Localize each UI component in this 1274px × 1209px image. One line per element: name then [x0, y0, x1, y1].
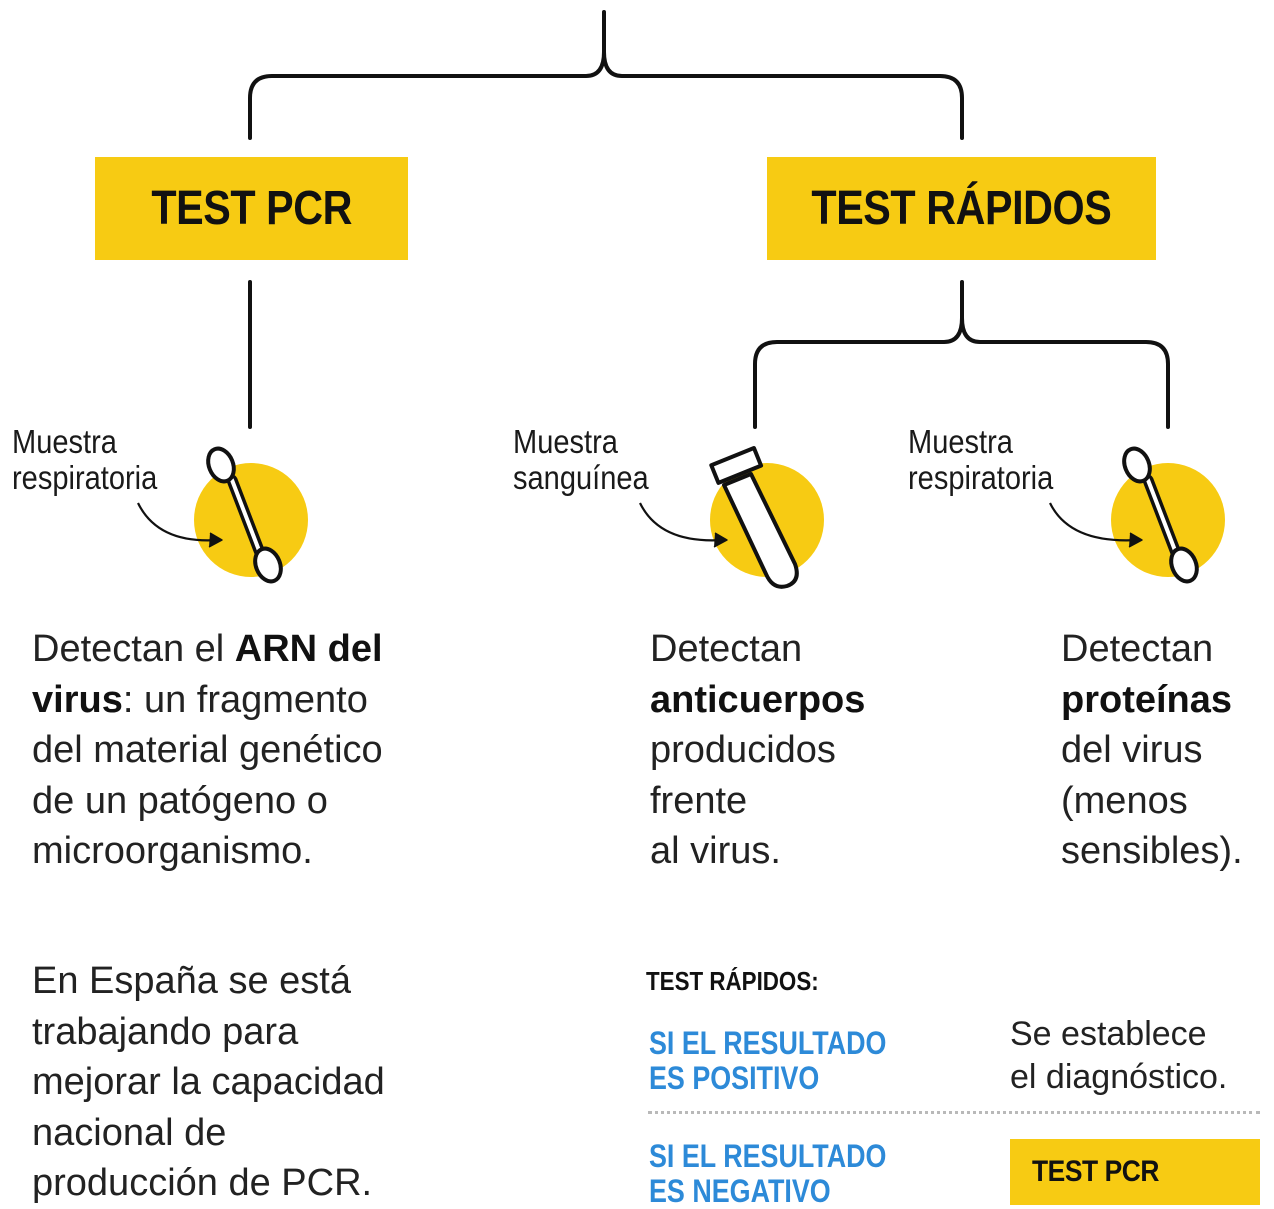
negative-label: SI EL RESULTADO ES NEGATIVO — [649, 1139, 886, 1209]
label-line: SI EL RESULTADO — [649, 1025, 887, 1061]
desc-line: de un patógeno o — [32, 779, 328, 822]
sample-label-line: Muestra — [908, 423, 1013, 460]
sample-label-line: sanguínea — [513, 459, 649, 496]
positive-result: Se establece el diagnóstico. — [1010, 1013, 1227, 1099]
test-pcr-small-label: TEST PCR — [1032, 1155, 1160, 1188]
sample-label-pcr: Muestra respiratoria — [12, 424, 157, 496]
pcr-description: Detectan el ARN del virus: un fragmento … — [32, 624, 383, 877]
rapid-results-heading: TEST RÁPIDOS: — [646, 966, 819, 996]
desc-line: microorganismo. — [32, 830, 313, 872]
desc-line: Detectan — [1061, 628, 1214, 670]
note-line: mejorar la capacidad — [32, 1061, 385, 1103]
antibodies-description: Detectan anticuerpos producidos frente a… — [650, 624, 865, 877]
desc-bold: proteínas — [1061, 678, 1233, 721]
desc-line: del material genético — [32, 729, 383, 771]
desc-bold: virus — [32, 678, 123, 721]
desc-line: proteínas — [1061, 675, 1243, 726]
sample-label-line: respiratoria — [908, 459, 1054, 496]
result-line: el diagnóstico. — [1010, 1058, 1228, 1096]
sample-label-blood: Muestra sanguínea — [513, 424, 649, 496]
desc-line: producidos — [650, 729, 836, 771]
desc-text: : un fragmento — [122, 678, 368, 721]
test-pcr-box: TEST PCR — [95, 157, 408, 260]
desc-line: sensibles). — [1061, 830, 1243, 872]
desc-line: frente — [650, 779, 748, 822]
swab-icon — [137, 446, 308, 584]
swab-icon — [1049, 446, 1225, 584]
desc-line: virus: un fragmento — [32, 675, 383, 726]
desc-line: (menos — [1061, 779, 1188, 822]
spain-note: En España se está trabajando para mejora… — [32, 956, 385, 1209]
label-line: ES POSITIVO — [649, 1060, 820, 1096]
label-line: SI EL RESULTADO — [649, 1138, 887, 1174]
desc-line: Detectan el ARN del — [32, 624, 383, 675]
positive-label: SI EL RESULTADO ES POSITIVO — [649, 1026, 886, 1096]
test-pcr-title: TEST PCR — [151, 182, 352, 235]
sample-label-line: Muestra — [513, 423, 618, 460]
desc-line: al virus. — [650, 830, 781, 872]
desc-bold: anticuerpos — [650, 678, 866, 721]
sample-label-line: respiratoria — [12, 459, 158, 496]
desc-line: Detectan — [650, 628, 803, 670]
note-line: En España se está — [32, 960, 351, 1002]
test-pcr-small-box: TEST PCR — [1010, 1139, 1260, 1205]
desc-line: del virus — [1061, 729, 1203, 771]
label-line: ES NEGATIVO — [649, 1173, 831, 1209]
result-line: Se establece — [1010, 1015, 1207, 1053]
note-line: producción de PCR. — [32, 1162, 373, 1204]
desc-bold: ARN del — [234, 628, 383, 670]
desc-line: anticuerpos — [650, 675, 865, 726]
proteins-description: Detectan proteínas del virus (menos sens… — [1061, 624, 1243, 877]
divider — [648, 1111, 1260, 1114]
sample-label-line: Muestra — [12, 423, 117, 460]
note-line: trabajando para — [32, 1010, 299, 1053]
test-rapid-title: TEST RÁPIDOS — [811, 182, 1112, 235]
sample-label-resp: Muestra respiratoria — [908, 424, 1053, 496]
test-tube-icon — [639, 446, 824, 589]
note-line: nacional de — [32, 1111, 227, 1154]
desc-text: Detectan el — [32, 628, 235, 670]
test-rapid-box: TEST RÁPIDOS — [767, 157, 1156, 260]
